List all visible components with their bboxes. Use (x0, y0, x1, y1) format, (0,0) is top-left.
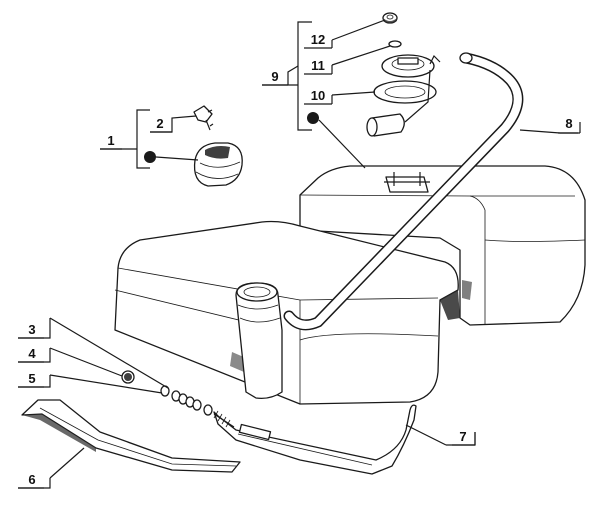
sender-gasket-10 (373, 80, 437, 104)
key-icon (193, 105, 214, 131)
label-underlines (18, 40, 581, 489)
leader-lines (18, 19, 578, 489)
callout-3: 3 (28, 322, 35, 337)
spring-washers-5 (160, 385, 213, 416)
fuel-cap-assembly (193, 105, 243, 187)
breather-pipe (283, 52, 524, 331)
callout-6: 6 (28, 472, 35, 487)
bullet-dot-icon (144, 151, 156, 163)
bullet-dot-icon (307, 112, 319, 124)
retaining-strap-7 (213, 404, 417, 475)
callout-10: 10 (311, 88, 325, 103)
sender-float (366, 69, 431, 137)
callout-9: 9 (271, 69, 278, 84)
fuel-cap (193, 142, 243, 187)
callout-11: 11 (311, 58, 325, 73)
strap-fasteners (121, 370, 213, 416)
callout-5: 5 (28, 371, 35, 386)
nut-4 (121, 370, 135, 384)
callout-labels: 1 2 3 4 5 6 7 8 9 10 11 12 (28, 32, 572, 487)
support-bracket-6 (21, 399, 241, 473)
callout-4: 4 (28, 346, 36, 361)
callout-12: 12 (311, 32, 325, 47)
gauge-sender-assembly (366, 12, 441, 137)
callout-2: 2 (156, 116, 163, 131)
sender-opening (384, 172, 430, 193)
sender-nut-12 (382, 12, 398, 24)
callout-7: 7 (459, 429, 466, 444)
callout-8: 8 (565, 116, 572, 131)
callout-1: 1 (107, 133, 114, 148)
sender-flange-11 (381, 40, 441, 78)
